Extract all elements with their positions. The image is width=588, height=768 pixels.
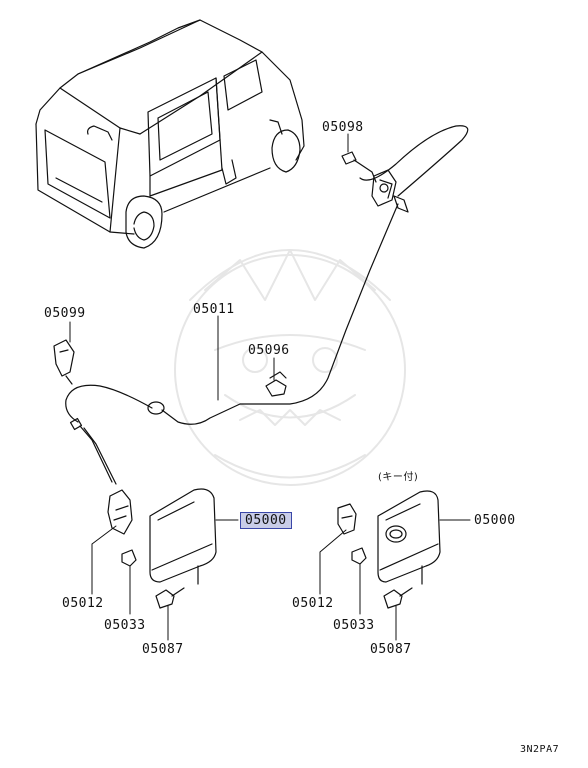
leader-lines [69, 133, 471, 641]
grommet-05096 [265, 371, 287, 397]
fuel-door-right [377, 490, 441, 585]
label-05033-left[interactable]: 05033 [104, 618, 146, 633]
bumper-right-05033 [351, 547, 367, 565]
label-05000-highlighted[interactable]: 05000 [240, 512, 292, 529]
hinge-left-05012 [107, 489, 133, 535]
bumper-left-05033 [121, 549, 137, 567]
hinge-right-05012 [337, 503, 357, 535]
label-05000-right[interactable]: 05000 [474, 513, 516, 528]
label-05099[interactable]: 05099 [44, 306, 86, 321]
label-05033-right[interactable]: 05033 [333, 618, 375, 633]
screw-left-05087 [155, 587, 185, 609]
label-05098[interactable]: 05098 [322, 120, 364, 135]
fuel-door-left [149, 488, 217, 585]
screw-right-05087 [383, 587, 413, 609]
label-05012-left[interactable]: 05012 [62, 596, 104, 611]
van-illustration [35, 19, 305, 249]
label-05011[interactable]: 05011 [193, 302, 235, 317]
label-05096[interactable]: 05096 [248, 343, 290, 358]
cable-clamp-05099 [53, 339, 75, 385]
label-05012-right[interactable]: 05012 [292, 596, 334, 611]
diagram-reference: 3N2PA7 [520, 744, 560, 755]
label-05087-left[interactable]: 05087 [142, 642, 184, 657]
fuel-door-cable [65, 125, 469, 485]
key-type-note: (キー付) [378, 472, 419, 483]
cable-bracket-05098 [341, 151, 409, 213]
watermark-emblem [174, 249, 406, 486]
label-05087-right[interactable]: 05087 [370, 642, 412, 657]
